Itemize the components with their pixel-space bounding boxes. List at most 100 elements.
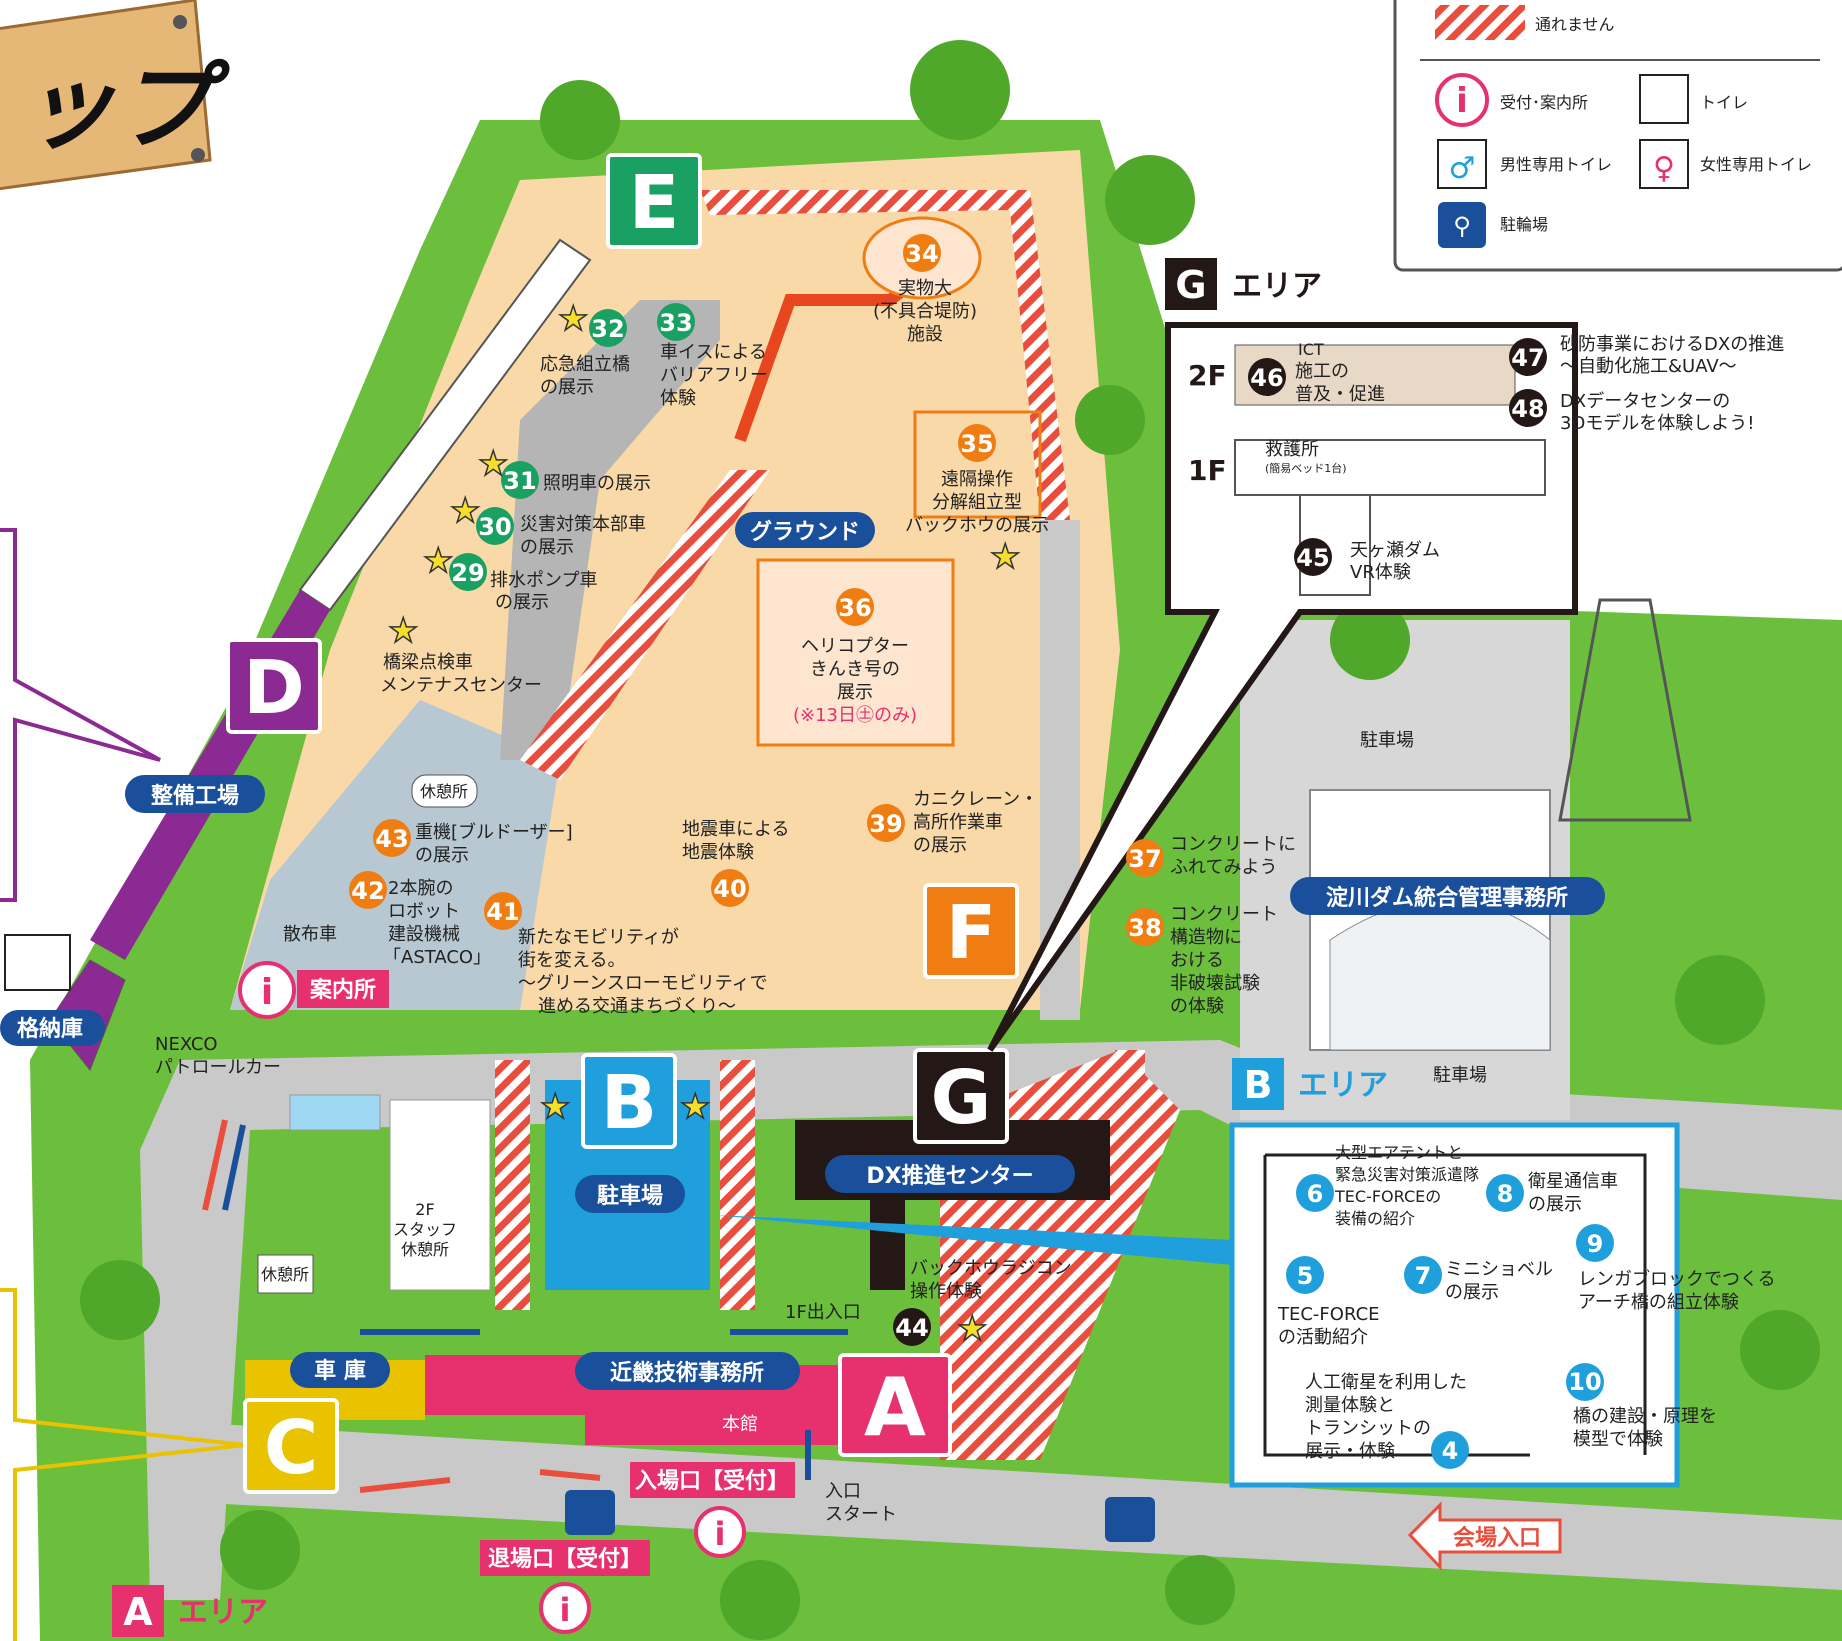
svg-text:i: i	[261, 972, 273, 1013]
svg-text:展示・体験: 展示・体験	[1305, 1441, 1395, 1462]
svg-text:格納庫: 格納庫	[17, 1016, 83, 1042]
svg-text:4: 4	[1442, 1437, 1459, 1465]
svg-text:レンガブロックでつくる: レンガブロックでつくる	[1578, 1268, 1776, 1290]
svg-text:緊急災害対策派遣隊: 緊急災害対策派遣隊	[1335, 1165, 1479, 1184]
staff-rest-building	[389, 1099, 491, 1291]
svg-text:施工の: 施工の	[1295, 361, 1349, 382]
men-toilet-icon	[1437, 139, 1487, 189]
a-area-header: A エリア	[112, 1585, 268, 1637]
area-c-badge: C	[243, 1398, 339, 1494]
svg-text:ICT: ICT	[1298, 340, 1324, 359]
svg-text:44: 44	[895, 1314, 928, 1342]
b-area-detail-box: 大型エアテントと 緊急災害対策派遣隊 TEC-FORCEの 装備の紹介 衛星通信…	[715, 1122, 1776, 1488]
trees	[80, 40, 1820, 1640]
venue-entrance-arrow: 会場入口	[1407, 1501, 1562, 1571]
info-icon	[1435, 73, 1489, 127]
svg-text:進める交通まちづくり〜: 進める交通まちづくり〜	[538, 996, 736, 1017]
area-e-badge: E	[606, 153, 702, 249]
no-entry-zone	[520, 470, 770, 780]
svg-text:パトロールカー: パトロールカー	[155, 1057, 281, 1078]
lower-road	[150, 1420, 1842, 1590]
legend-info: 受付･案内所	[1500, 93, 1588, 112]
svg-text:1F出入口: 1F出入口	[785, 1302, 861, 1323]
svg-text:41: 41	[486, 898, 519, 926]
bicycle-icon	[1438, 202, 1486, 248]
svg-text:コンクリート: コンクリート	[1170, 904, 1278, 925]
svg-text:(※13日㊏のみ): (※13日㊏のみ)	[793, 705, 917, 726]
svg-text:淀川ダム統合管理事務所: 淀川ダム統合管理事務所	[1326, 885, 1568, 911]
svg-text:33: 33	[659, 309, 692, 337]
exhibit-labels: 排水ポンプ車 の展示 災害対策本部車 の展示 照明車の展示 応急組立橋 の展示 …	[383, 278, 1296, 1302]
svg-text:VR体験: VR体験	[1350, 562, 1411, 583]
svg-text:きんき号の: きんき号の	[810, 659, 900, 680]
svg-text:構造物に: 構造物に	[1170, 927, 1242, 948]
svg-text:A: A	[123, 1590, 153, 1634]
svg-text:重機[ブルドーザー]: 重機[ブルドーザー]	[415, 821, 573, 843]
no-entry-zone	[1115, 1050, 1145, 1085]
svg-text:高所作業車: 高所作業車	[913, 812, 1003, 833]
traffic-arrows	[202, 1119, 848, 1493]
label-garage: 車 庫	[290, 1352, 390, 1388]
svg-text:地震体験: 地震体験	[682, 842, 754, 863]
svg-text:ヘリコプター: ヘリコプター	[801, 636, 909, 657]
callout-c	[0, 1288, 246, 1641]
svg-text:(簡易ベッド1台): (簡易ベッド1台)	[1265, 461, 1347, 475]
title-fragment: ップ	[20, 51, 231, 163]
exhibit-35-area	[913, 410, 1042, 519]
svg-text:★: ★	[680, 1087, 710, 1127]
svg-text:ロボット: ロボット	[388, 901, 460, 922]
svg-text:46: 46	[1250, 364, 1283, 392]
svg-text:i: i	[1456, 81, 1468, 121]
svg-text:街を変える。: 街を変える。	[518, 950, 625, 971]
exit-reception: 退場口【受付】 i	[480, 1540, 650, 1634]
svg-text:模型で体験: 模型で体験	[1573, 1429, 1663, 1450]
svg-text:休憩所: 休憩所	[401, 1240, 449, 1259]
exhibit-48-label: DXデータセンターの	[1560, 391, 1730, 412]
svg-text:i: i	[560, 1591, 571, 1629]
svg-text:散布車: 散布車	[283, 924, 337, 945]
svg-text:災害対策本部車: 災害対策本部車	[520, 514, 646, 535]
bicycle-icon	[565, 1490, 615, 1535]
svg-text:★: ★	[388, 611, 418, 651]
svg-text:★: ★	[540, 1087, 570, 1127]
svg-text:入場口【受付】: 入場口【受付】	[635, 1468, 789, 1494]
area-g-badge: G	[913, 1048, 1009, 1144]
misc-labels: 駐車場 駐車場 休憩所 休憩所 2F スタッフ 休憩所 散布車 NEXCO パト…	[155, 652, 1487, 1525]
svg-text:橋の建設・原理を: 橋の建設・原理を	[1573, 1406, 1717, 1427]
svg-text:47: 47	[1511, 344, 1544, 372]
svg-text:バックホウラジコン: バックホウラジコン	[910, 1258, 1072, 1279]
svg-text:の展示: の展示	[415, 845, 469, 866]
exhibit-48-label-2: 3Dモデルを体験しよう!	[1560, 413, 1755, 434]
svg-text:照明車の展示: 照明車の展示	[543, 473, 651, 494]
svg-text:実物大: 実物大	[898, 278, 952, 299]
svg-text:TEC-FORCE: TEC-FORCE	[1277, 1304, 1380, 1325]
svg-text:退場口【受付】: 退場口【受付】	[488, 1546, 642, 1572]
svg-text:B: B	[1244, 1063, 1273, 1107]
g-building-floorplan: 2F 1F ICT 施工の 普及・促進 救護所 (簡易ベッド1台) 天ヶ瀬ダム …	[987, 322, 1578, 1052]
svg-text:A: A	[864, 1361, 926, 1454]
svg-text:救護所: 救護所	[1265, 439, 1319, 460]
svg-text:天ヶ瀬ダム: 天ヶ瀬ダム	[1350, 540, 1440, 561]
svg-text:駐車場: 駐車場	[1360, 730, 1414, 751]
area-b-badge: B	[581, 1053, 677, 1149]
svg-text:バリアフリー: バリアフリー	[660, 365, 768, 386]
legend-no-entry: 通れません	[1535, 15, 1615, 34]
toilet-icon	[4, 934, 71, 991]
svg-text:休憩所: 休憩所	[261, 1265, 309, 1284]
svg-text:橋梁点検車: 橋梁点検車	[383, 652, 473, 673]
svg-text:36: 36	[838, 594, 871, 622]
svg-text:駐車場: 駐車場	[597, 1183, 663, 1209]
svg-text:38: 38	[1128, 914, 1161, 942]
svg-text:2F: 2F	[415, 1200, 434, 1219]
svg-text:非破壊試験: 非破壊試験	[1170, 973, 1260, 994]
legend-men-toilet: 男性専用トイレ	[1500, 155, 1612, 174]
svg-text:E: E	[629, 160, 680, 246]
svg-text:体験: 体験	[660, 388, 696, 409]
svg-text:45: 45	[1296, 544, 1329, 572]
svg-text:バックホウの展示: バックホウの展示	[905, 515, 1049, 536]
pool	[289, 1094, 381, 1131]
number-badges: 32 33 31 30 29 34 35 36 37 38 39 40 41 4…	[349, 234, 1614, 1469]
no-entry-zone	[495, 1060, 530, 1310]
svg-text:大型エアテントと: 大型エアテントと	[1335, 1143, 1463, 1162]
